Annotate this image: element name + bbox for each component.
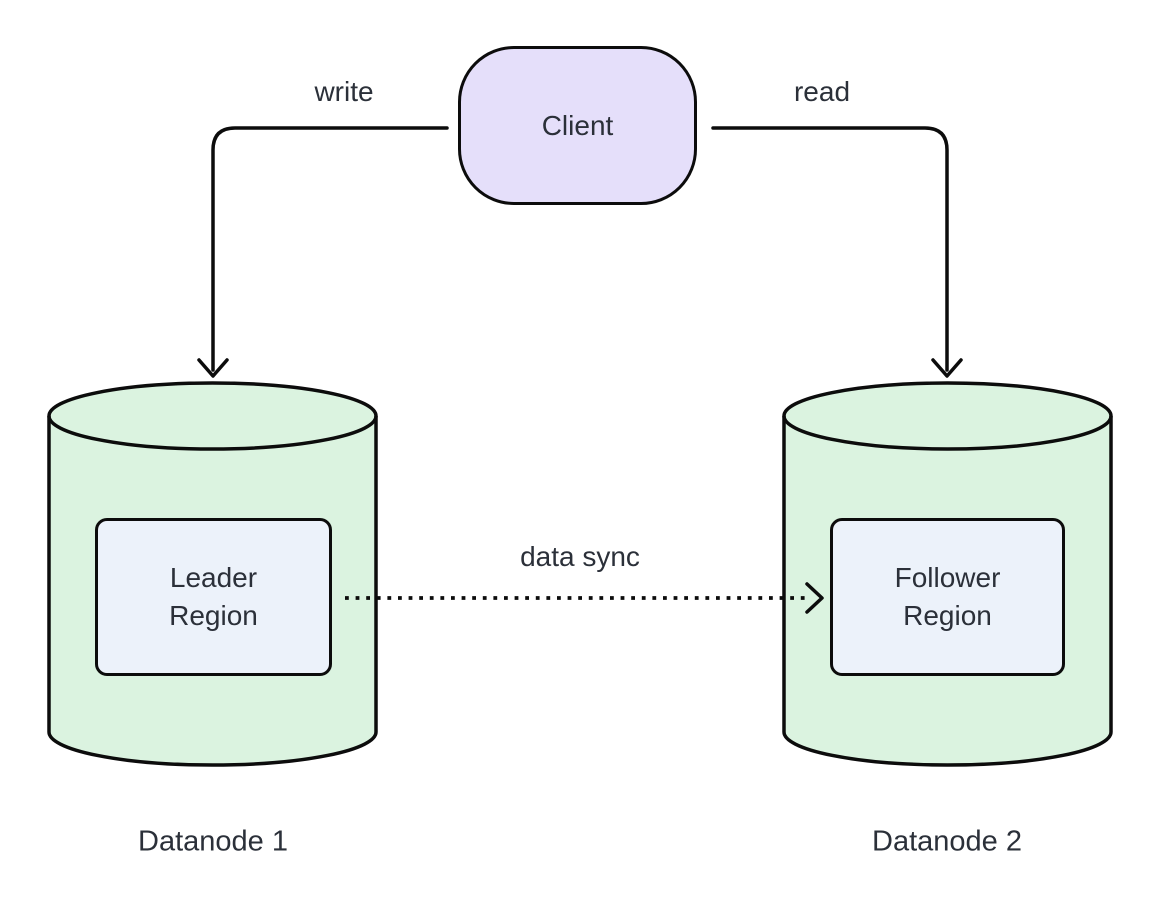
datanode-1-cylinder-rim <box>47 415 378 451</box>
datanode-1-caption: Datanode 1 <box>138 825 288 858</box>
leader-region-label: Leader Region <box>169 562 258 631</box>
write-edge-label: write <box>310 76 378 108</box>
client-node: Client <box>458 46 697 205</box>
follower-region-label: Follower Region <box>894 562 1001 631</box>
read-edge-line <box>711 126 949 372</box>
leader-region-node: Leader Region <box>95 518 332 676</box>
datanode-2-cylinder-rim <box>782 415 1113 451</box>
data-sync-edge-arrowhead <box>805 582 824 614</box>
datanode-2-caption: Datanode 2 <box>872 825 1022 858</box>
client-node-label: Client <box>541 109 614 141</box>
read-edge-label: read <box>789 76 855 108</box>
write-edge-line <box>211 126 449 372</box>
read-edge-arrowhead <box>931 358 963 378</box>
write-edge-arrowhead <box>197 358 229 378</box>
data-sync-edge-label: data sync <box>516 541 644 573</box>
follower-region-node: Follower Region <box>830 518 1065 676</box>
